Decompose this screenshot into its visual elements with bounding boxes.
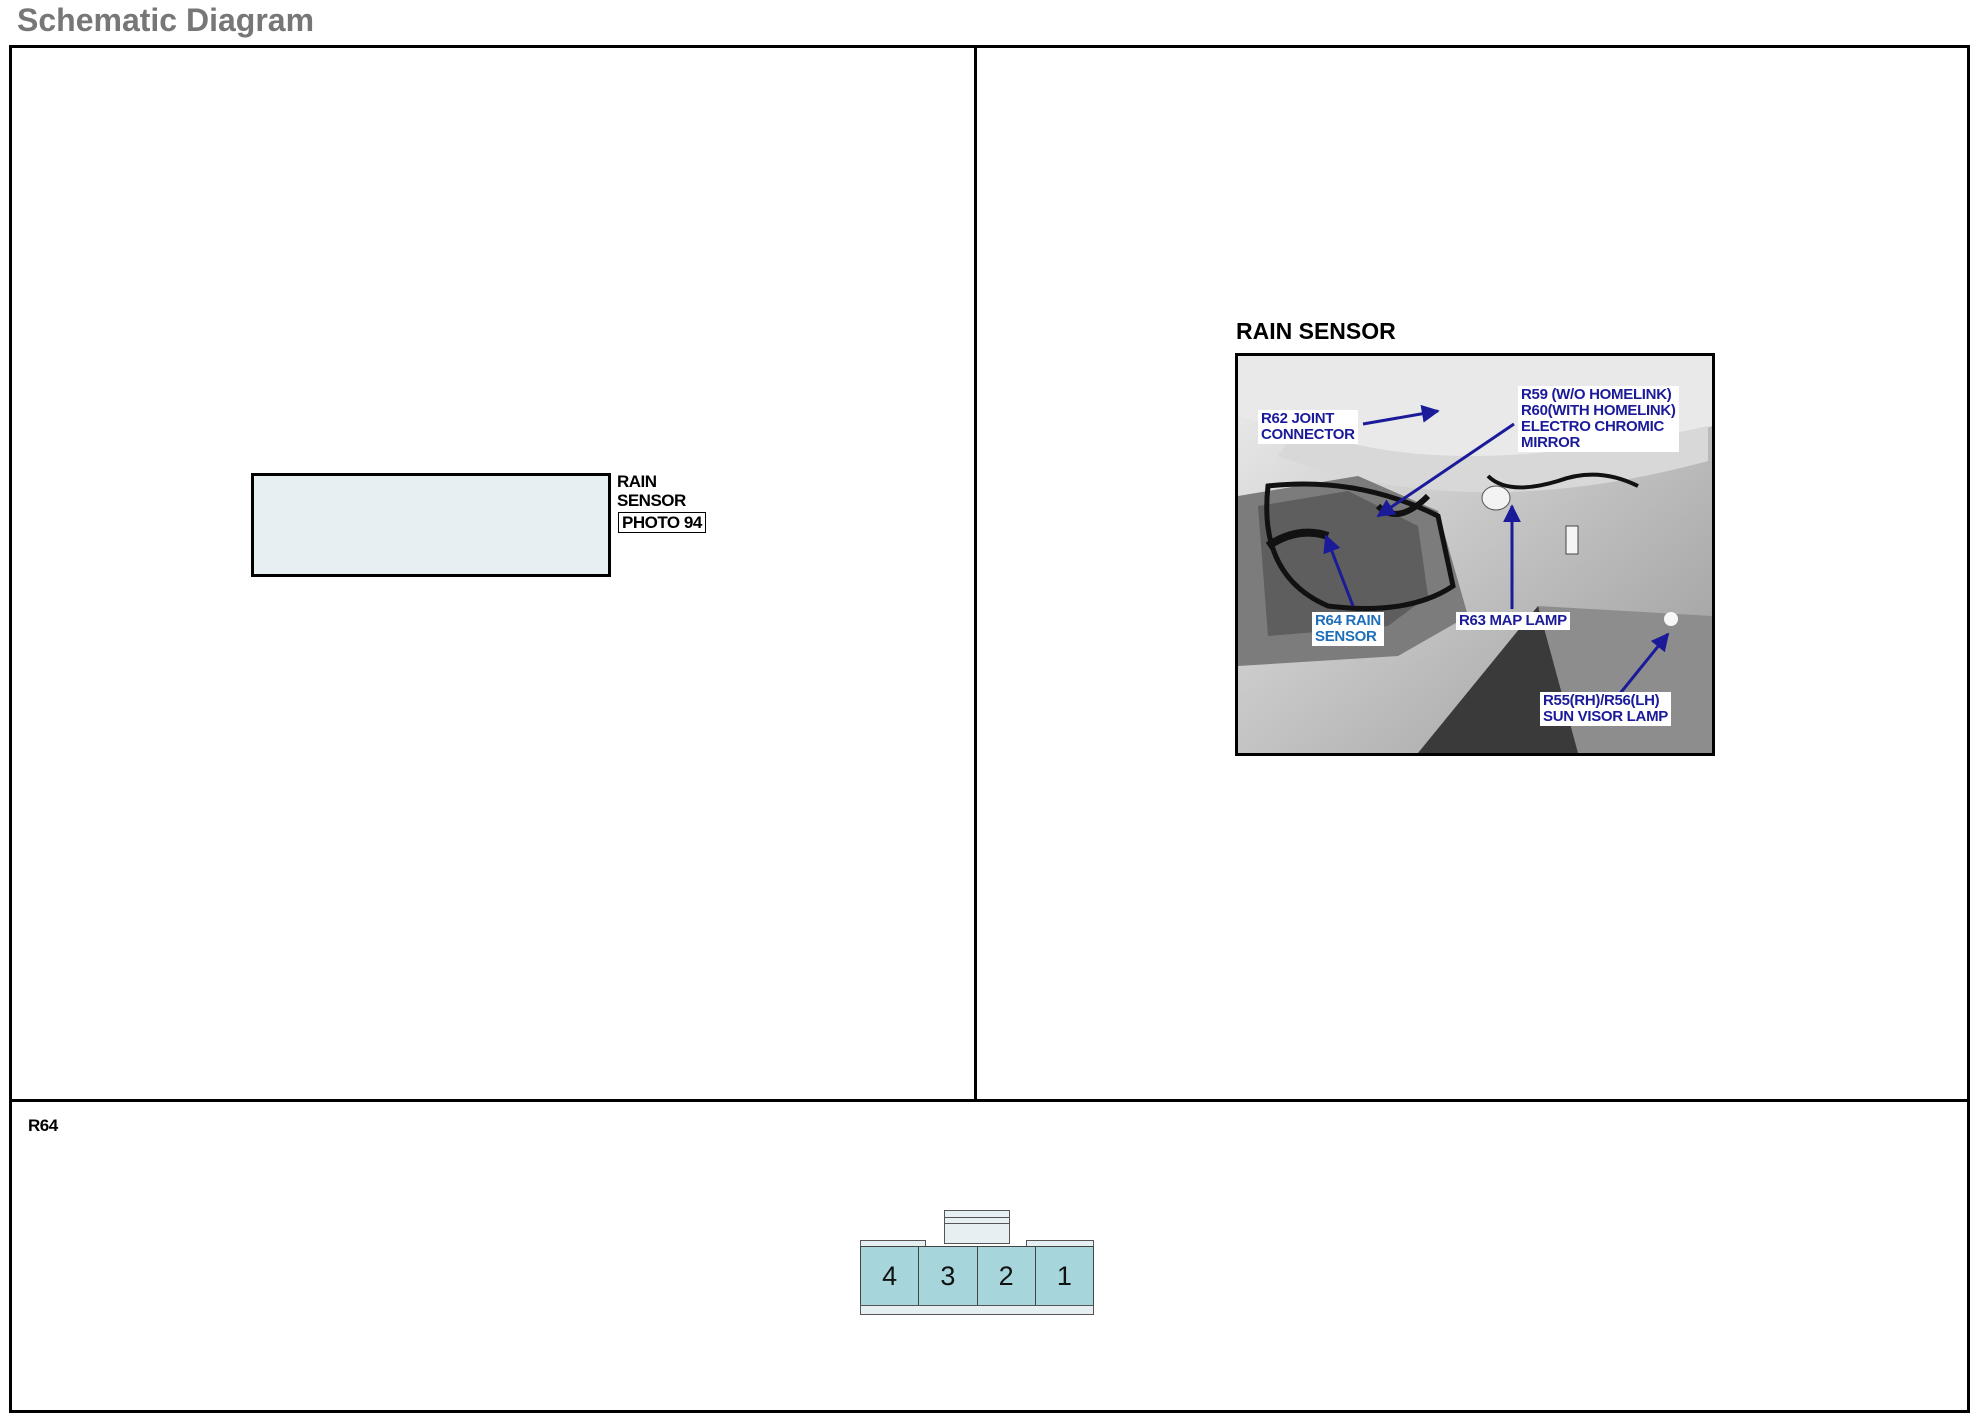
component-location-photo: R62 JOINT CONNECTOR R59 (W/O HOMELINK) R…	[1235, 353, 1715, 756]
connector-pin: 4	[861, 1247, 920, 1305]
callout-joint-connector: R62 JOINT CONNECTOR	[1258, 410, 1358, 444]
connector-lock-tab	[944, 1210, 1010, 1244]
connector-pin: 1	[1056, 1260, 1072, 1291]
diagram-frame	[9, 45, 1970, 1413]
connector-pin: 3	[919, 1247, 978, 1305]
vertical-divider	[974, 45, 977, 1102]
horizontal-divider	[9, 1099, 1970, 1102]
page-title: Schematic Diagram	[17, 2, 315, 38]
rain-sensor-label: RAIN SENSOR	[617, 472, 686, 510]
callout-rain-sensor: R64 RAIN SENSOR	[1312, 612, 1384, 646]
callout-mirror: R59 (W/O HOMELINK) R60(WITH HOMELINK) EL…	[1518, 386, 1679, 452]
connector-id-label: R64	[28, 1116, 58, 1135]
rain-sensor-component-box	[251, 473, 611, 577]
r64-connector-face: 4 3 2 1	[860, 1210, 1094, 1315]
connector-body: 4 3 2 1	[860, 1246, 1094, 1306]
callout-map-lamp: R63 MAP LAMP	[1456, 612, 1570, 630]
connector-pin: 2	[978, 1247, 1036, 1305]
photo-reference-link[interactable]: PHOTO 94	[618, 512, 706, 533]
callout-sun-visor-lamp: R55(RH)/R56(LH) SUN VISOR LAMP	[1540, 692, 1671, 726]
connector-base	[860, 1305, 1094, 1315]
photo-heading: RAIN SENSOR	[1236, 318, 1396, 344]
